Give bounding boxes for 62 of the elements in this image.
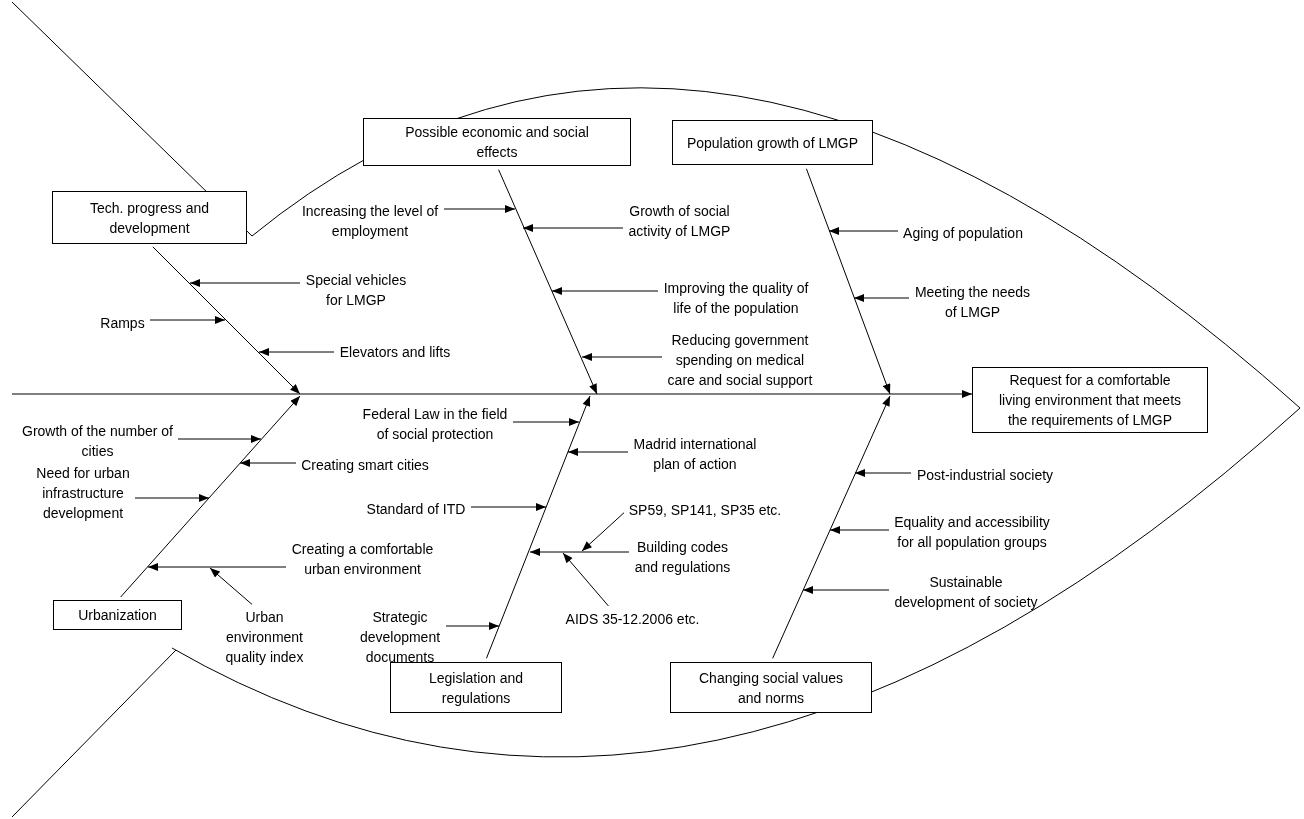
- cause-label: Reducing government spending on medical care and social support: [666, 330, 814, 386]
- cause-label: Building codes and regulations: [633, 537, 732, 573]
- cause-label: SP59, SP141, SP35 etc.: [627, 500, 783, 516]
- cause-label: Aging of population: [902, 223, 1024, 239]
- cause-label: Standard of ITD: [365, 499, 467, 515]
- cause-label: Equality and accessibility for all population groups: [893, 512, 1051, 548]
- cause-label: Need for urban infrastructure development: [35, 463, 131, 519]
- cause-label: Growth of social activity of LMGP: [627, 201, 732, 237]
- arrow: [189, 279, 301, 287]
- cause-label: Ramps: [99, 313, 146, 329]
- arrow: [147, 563, 287, 571]
- cause-label: Elevators and lifts: [338, 342, 452, 358]
- arrow: [802, 586, 890, 594]
- category-box: Urbanization: [53, 600, 182, 630]
- arrow: [828, 227, 899, 235]
- arrow: [11, 390, 973, 398]
- cause-label: Meeting the needs of LMGP: [913, 282, 1032, 318]
- effect-box: Request for a comfortable living environment that meets the requirements of LMGP: [972, 367, 1208, 433]
- category-box: Possible economic and social effects: [363, 118, 631, 166]
- cause-label: Increasing the level of employment: [300, 201, 440, 237]
- cause-label: Strategic development documents: [358, 607, 442, 663]
- category-box: Legislation and regulations: [390, 662, 562, 713]
- arrow: [581, 353, 663, 361]
- cause-label: Creating smart cities: [300, 455, 430, 471]
- cause-label: Creating a comfortable urban environment: [290, 539, 435, 575]
- cause-label: Urban environment quality index: [224, 607, 305, 663]
- category-box: Population growth of LMGP: [672, 120, 873, 165]
- cause-label: AIDS 35-12.2006 etc.: [564, 609, 701, 625]
- arrow: [443, 205, 516, 213]
- arrow: [209, 567, 253, 605]
- arrow: [772, 395, 891, 659]
- arrow: [498, 169, 598, 395]
- arrow: [258, 348, 335, 356]
- arrow: [120, 395, 301, 598]
- cause-label: Special vehicles for LMGP: [304, 270, 408, 306]
- arrow: [149, 316, 226, 324]
- cause-label: Sustainable development of society: [893, 572, 1039, 608]
- arrow: [485, 395, 591, 659]
- arrow: [522, 224, 624, 232]
- arrow: [562, 552, 609, 607]
- arrow: [829, 526, 890, 534]
- cause-label: Madrid international plan of action: [632, 434, 758, 470]
- arrow: [445, 622, 500, 630]
- cause-label: Post-industrial society: [915, 465, 1055, 481]
- arrow: [567, 448, 629, 456]
- arrow: [239, 459, 297, 467]
- arrow: [854, 469, 912, 477]
- arrow: [853, 294, 910, 302]
- cause-label: Federal Law in the field of social protection: [361, 404, 509, 440]
- category-box: Tech. progress and development: [52, 191, 247, 244]
- arrow: [134, 494, 210, 502]
- arrow: [177, 435, 262, 443]
- arrow: [512, 418, 580, 426]
- cause-label: Improving the quality of life of the population: [662, 278, 810, 314]
- arrow: [470, 503, 547, 511]
- category-box: Changing social values and norms: [670, 662, 872, 713]
- cause-label: Growth of the number of cities: [21, 421, 174, 457]
- arrow: [551, 287, 659, 295]
- arrow: [581, 512, 625, 552]
- arrow: [152, 246, 301, 395]
- arrow: [529, 548, 630, 556]
- arrow: [805, 168, 891, 395]
